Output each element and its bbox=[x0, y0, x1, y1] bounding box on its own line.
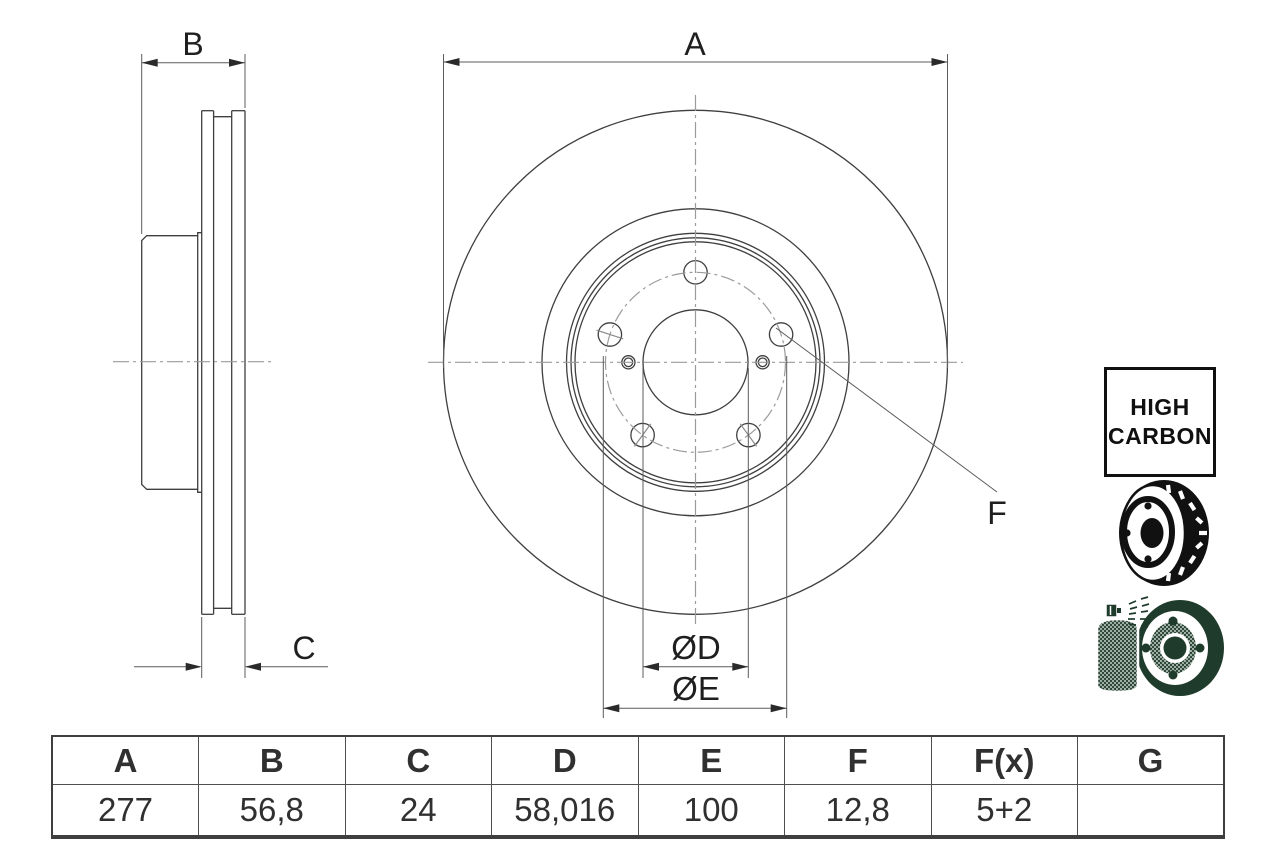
table-value-row: 277 56,8 24 58,016 100 12,8 5+2 bbox=[51, 784, 1225, 838]
dimension-e: ØE bbox=[602, 356, 788, 718]
vented-brake-disc-icon bbox=[1119, 480, 1209, 586]
spray-fan bbox=[1128, 596, 1150, 628]
dimension-c: C bbox=[134, 617, 328, 678]
dimension-b-label: B bbox=[182, 26, 203, 62]
value-cell-c: 24 bbox=[344, 784, 492, 838]
dimension-a: A bbox=[443, 26, 948, 368]
dimension-d: ØD bbox=[642, 368, 749, 678]
value-cell-b: 56,8 bbox=[198, 784, 346, 838]
header-cell-d: D bbox=[491, 735, 639, 785]
dimension-b: B bbox=[141, 26, 246, 234]
bolt-hole bbox=[597, 322, 623, 347]
value-cell-f: 12,8 bbox=[784, 784, 932, 838]
table-header-row: A B C D E F F(x) G bbox=[51, 735, 1225, 785]
vent-slots bbox=[1165, 484, 1207, 582]
value-cell-d: 58,016 bbox=[491, 784, 639, 838]
header-cell-f: F bbox=[784, 735, 932, 785]
dimension-c-label: C bbox=[292, 630, 315, 666]
value-cell-e: 100 bbox=[637, 784, 785, 838]
dimension-f-label: F bbox=[987, 495, 1007, 531]
dimension-a-label: A bbox=[684, 26, 706, 62]
friction-inner-circle bbox=[541, 208, 850, 517]
value-cell-a: 277 bbox=[51, 784, 199, 838]
high-carbon-badge: HIGH CARBON bbox=[1104, 367, 1216, 477]
dimension-d-label: ØD bbox=[671, 629, 721, 666]
value-cell-fx: 5+2 bbox=[930, 784, 1078, 838]
spray-can bbox=[1095, 603, 1140, 694]
header-cell-c: C bbox=[344, 735, 492, 785]
dimension-table: A B C D E F F(x) G 277 56,8 24 58,016 10… bbox=[51, 735, 1225, 839]
header-cell-a: A bbox=[51, 735, 199, 785]
bolt-hole bbox=[768, 322, 794, 347]
front-view-centerlines bbox=[428, 95, 963, 627]
header-cell-g: G bbox=[1077, 735, 1225, 785]
coated-disc-spray-icon bbox=[1095, 596, 1224, 696]
dimension-e-label: ØE bbox=[672, 670, 720, 707]
badge-line-2: CARBON bbox=[1108, 423, 1212, 449]
technical-drawing: B C A ØD bbox=[113, 26, 1007, 718]
badge-line-1: HIGH bbox=[1130, 393, 1190, 420]
side-view bbox=[141, 110, 246, 615]
value-cell-g bbox=[1077, 784, 1225, 838]
header-cell-e: E bbox=[637, 735, 785, 785]
header-cell-fx: F(x) bbox=[930, 735, 1078, 785]
coated-disc bbox=[1136, 600, 1224, 696]
header-cell-b: B bbox=[198, 735, 346, 785]
dimension-f: F bbox=[775, 327, 1007, 531]
